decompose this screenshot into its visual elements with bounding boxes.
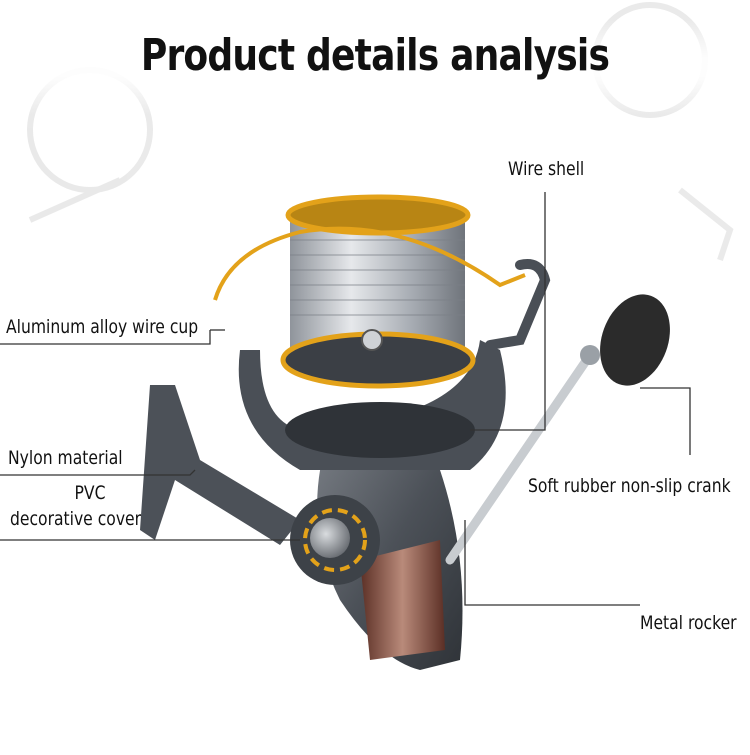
- label-metal-rocker: Metal rocker: [640, 612, 737, 634]
- callout-lines: [0, 192, 691, 606]
- title-band: [0, 20, 750, 115]
- spool: [280, 194, 476, 389]
- crank-assembly: [140, 294, 670, 565]
- label-wire-shell: Wire shell: [508, 158, 585, 180]
- reel-body: [238, 340, 506, 670]
- label-aluminum-alloy-wire-cup: Aluminum alloy wire cup: [6, 316, 199, 338]
- rotor-cup: [285, 402, 475, 458]
- label-pvc-line2: decorative cover: [10, 508, 142, 530]
- label-soft-rubber-crank: Soft rubber non-slip crank: [528, 475, 731, 497]
- page-title: Product details analysis: [140, 30, 610, 81]
- side-cover-knob: [290, 495, 380, 585]
- bail-wire: [213, 226, 526, 301]
- label-pvc-line1: PVC: [74, 482, 106, 504]
- label-nylon-material: Nylon material: [8, 447, 123, 469]
